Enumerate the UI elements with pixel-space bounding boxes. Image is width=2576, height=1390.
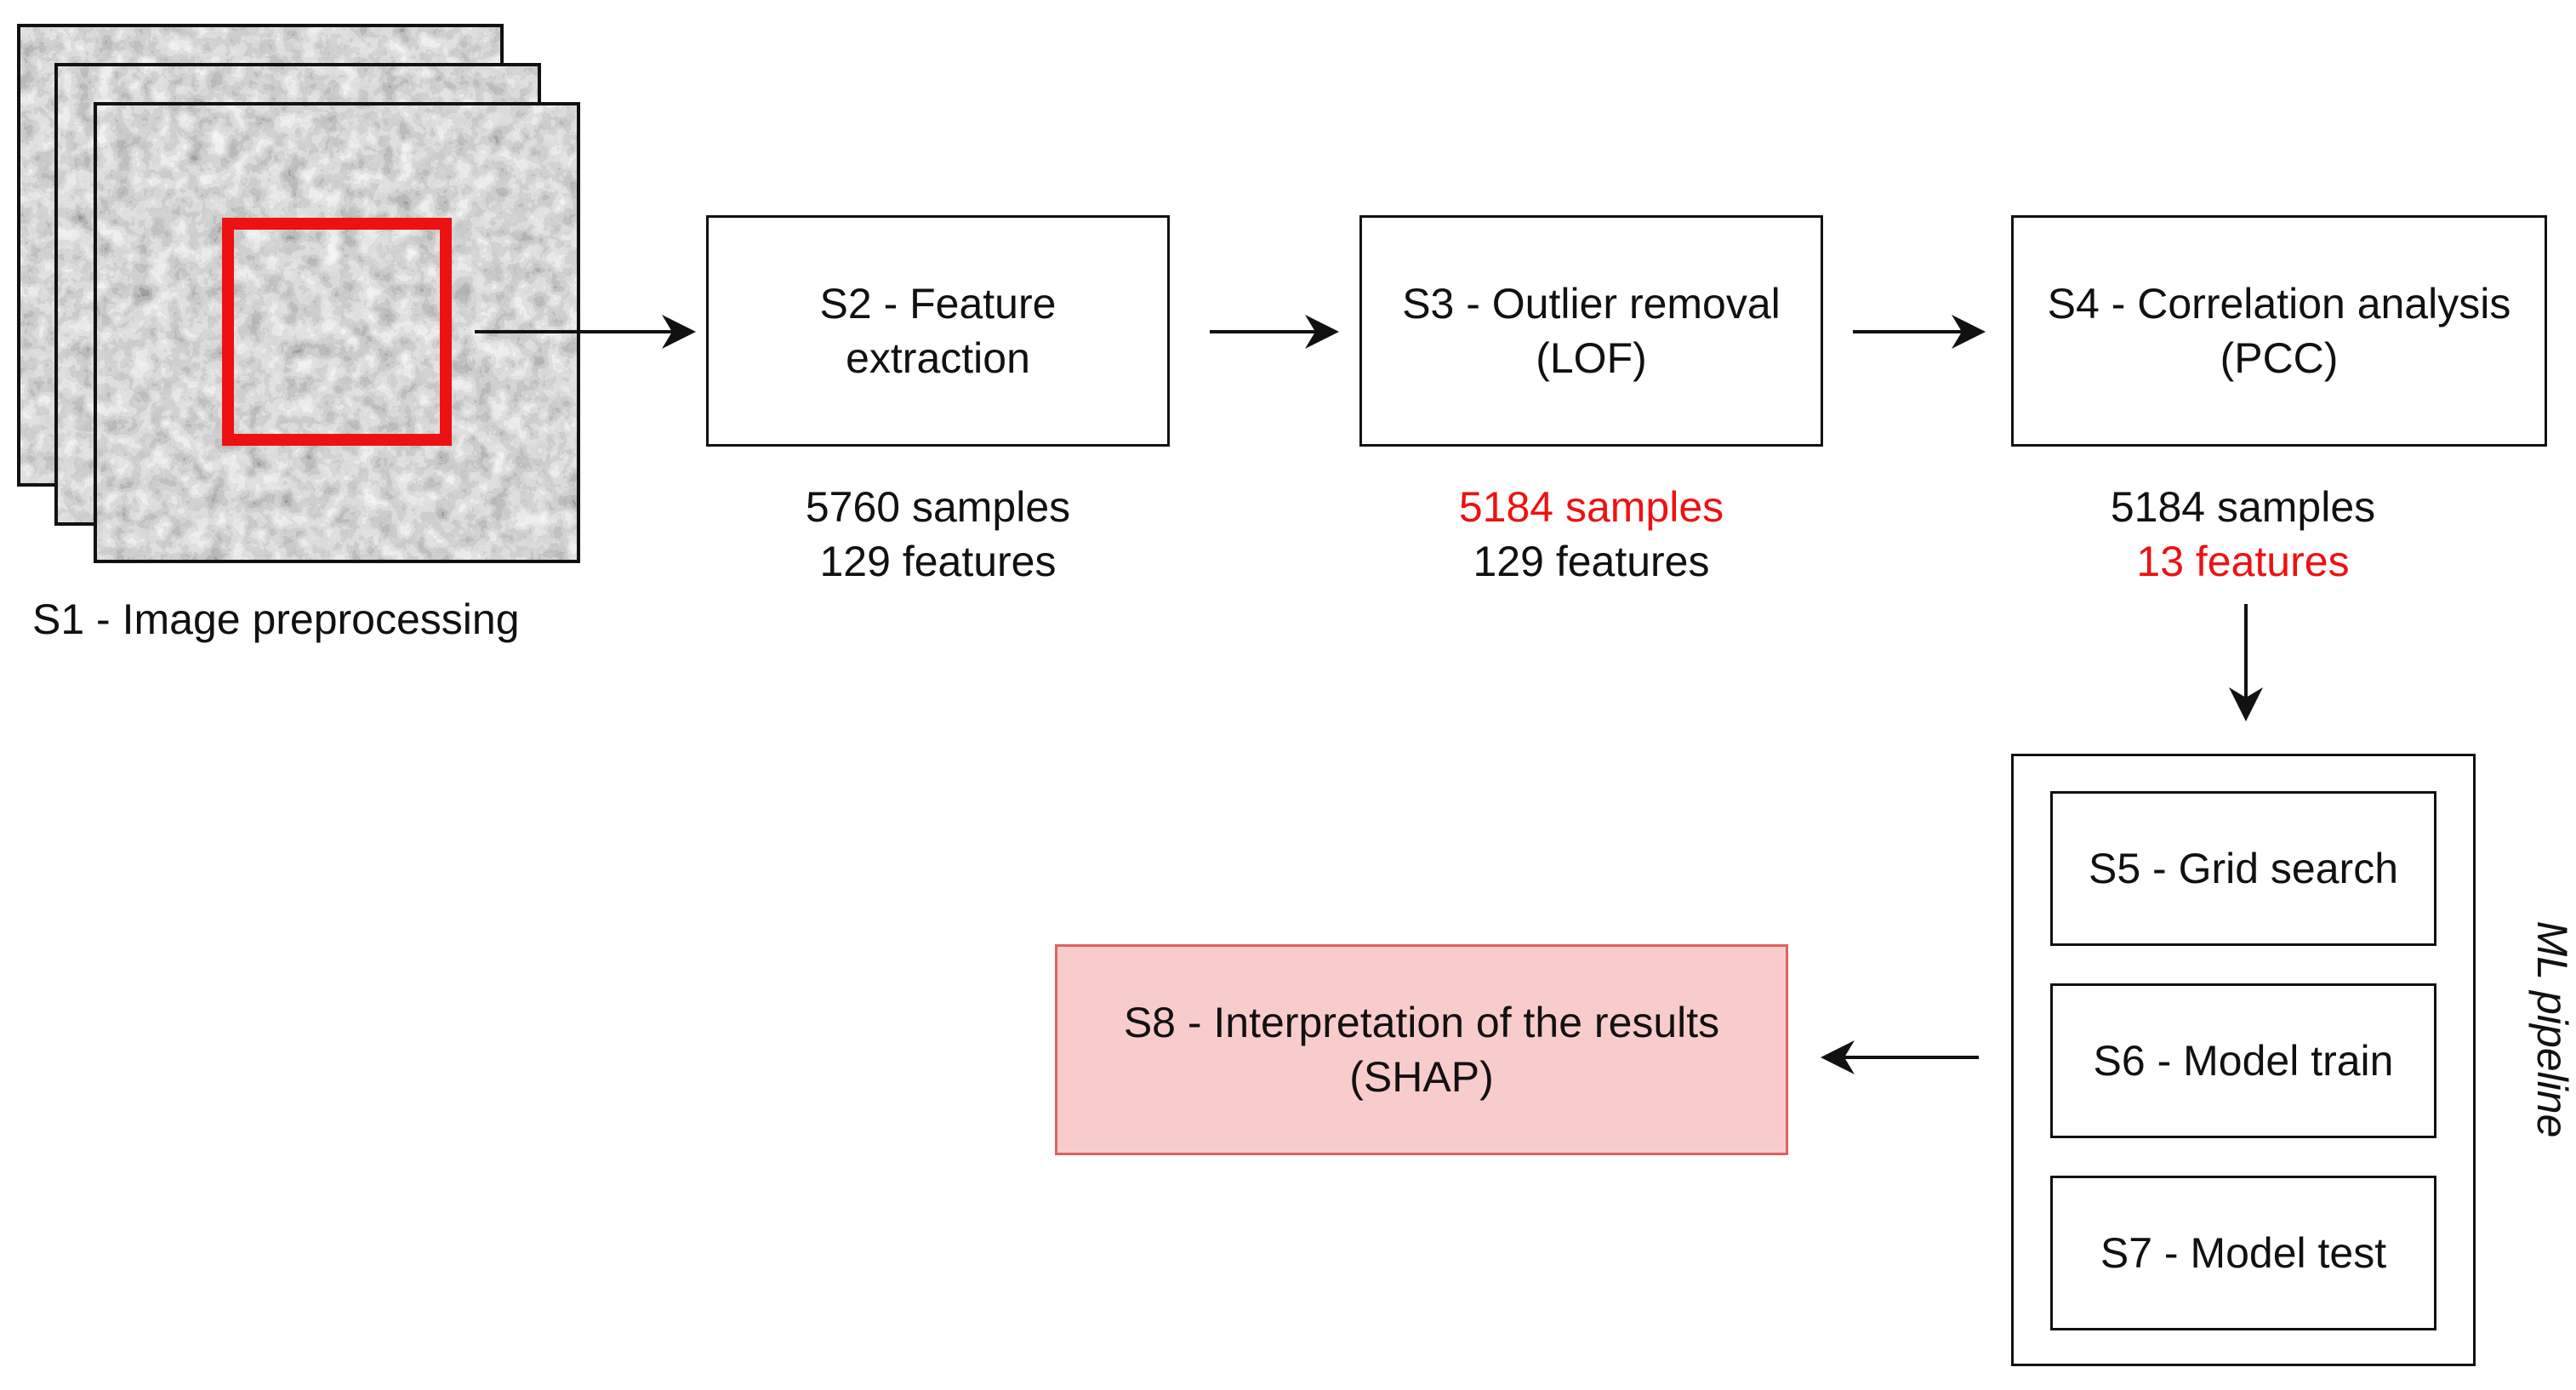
s7-title: S7 - Model test [2100, 1229, 2387, 1277]
s4-box: S4 - Correlation analysis (PCC) [2011, 215, 2547, 447]
s2-features: 129 features [819, 538, 1057, 585]
s4-samples: 5184 samples [2110, 483, 2376, 531]
s5-box: S5 - Grid search [2050, 791, 2436, 946]
s2-title-line2: extraction [846, 334, 1030, 382]
s8-box: S8 - Interpretation of the results (SHAP… [1055, 944, 1788, 1155]
s3-features: 129 features [1473, 538, 1710, 585]
s4-stats: 5184 samples 13 features [2011, 480, 2475, 589]
image-layer-back [17, 24, 504, 487]
ml-pipeline-container [2011, 754, 2476, 1366]
s2-samples: 5760 samples [805, 483, 1071, 531]
s3-title-line2: (LOF) [1536, 334, 1647, 382]
s3-title-line1: S3 - Outlier removal [1402, 280, 1781, 328]
s2-title-line1: S2 - Feature [819, 280, 1057, 328]
s6-box: S6 - Model train [2050, 983, 2436, 1138]
s7-box: S7 - Model test [2050, 1176, 2436, 1330]
image-layer-middle [54, 63, 541, 526]
s4-title-line2: (PCC) [2220, 334, 2339, 382]
s2-stats: 5760 samples 129 features [706, 480, 1170, 589]
s3-box: S3 - Outlier removal (LOF) [1359, 215, 1823, 447]
s4-features: 13 features [2136, 538, 2350, 585]
s1-label: S1 - Image preprocessing [32, 595, 520, 643]
s3-samples: 5184 samples [1458, 483, 1724, 531]
roi-highlight-box [222, 218, 452, 446]
s8-title-line1: S8 - Interpretation of the results [1123, 999, 1720, 1046]
s8-title-line2: (SHAP) [1349, 1053, 1494, 1101]
s5-title: S5 - Grid search [2088, 845, 2398, 892]
s3-stats: 5184 samples 129 features [1359, 480, 1823, 589]
ml-pipeline-label: ML pipeline [2528, 920, 2576, 1138]
s2-box: S2 - Feature extraction [706, 215, 1170, 447]
s4-title-line1: S4 - Correlation analysis [2047, 280, 2511, 328]
s6-title: S6 - Model train [2093, 1037, 2394, 1085]
image-layer-front [94, 102, 580, 563]
